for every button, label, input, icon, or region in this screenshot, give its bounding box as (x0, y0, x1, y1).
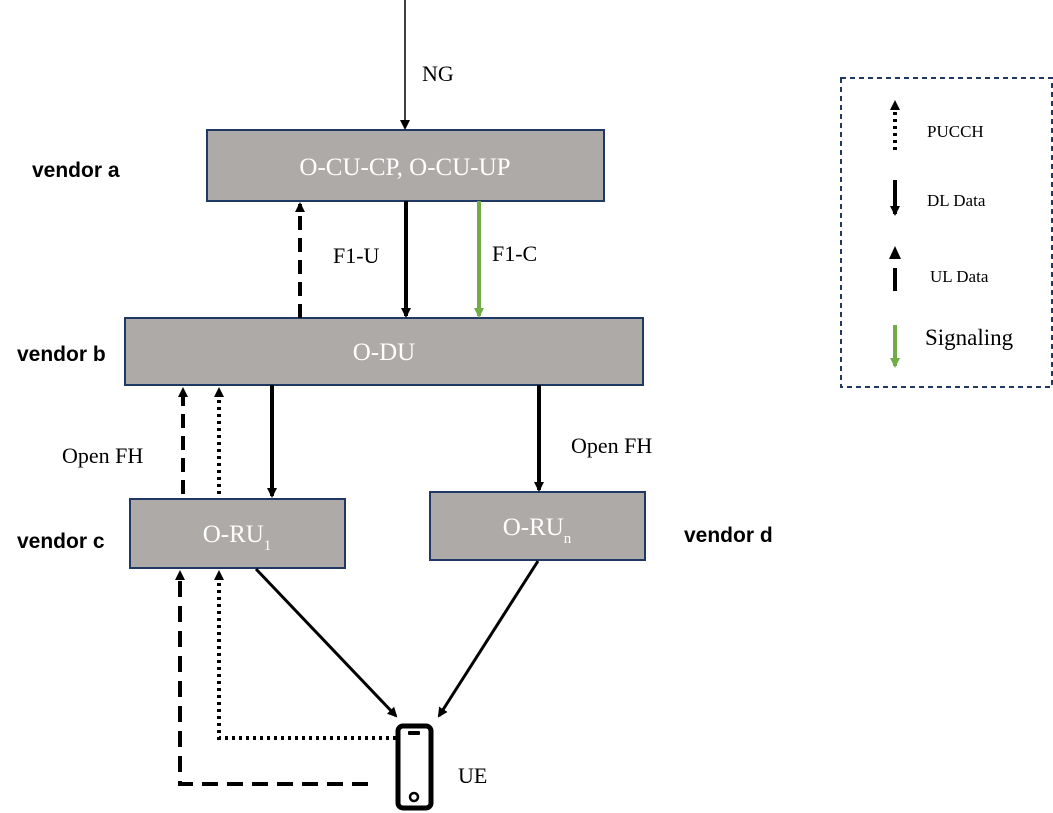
f1u-label: F1-U (333, 243, 380, 268)
o-run-label: O-RUn (503, 514, 572, 547)
dl-run-ue-arrow (437, 560, 540, 718)
vendor-d-label: vendor d (684, 524, 773, 547)
o-ru1-label-base: O-RU (203, 521, 264, 548)
o-cu-block: O-CU-CP, O-CU-UP (206, 129, 605, 202)
o-du-label: O-DU (353, 339, 416, 366)
vendor-b-label: vendor b (17, 343, 106, 366)
open-fh-left-label: Open FH (62, 443, 143, 468)
ue-label: UE (458, 763, 487, 788)
legend-signaling-label: Signaling (925, 325, 1014, 350)
open-fh-right-label: Open FH (571, 433, 652, 458)
legend-box (840, 77, 1053, 388)
legend: PUCCH DL Data UL Data Signaling (840, 77, 1053, 388)
o-run-block: O-RUn (429, 491, 646, 561)
o-ru1-block: O-RU1 (129, 498, 346, 569)
legend-ul-data-label: UL Data (930, 267, 989, 286)
vendor-a-label: vendor a (32, 159, 120, 182)
ul-data-ue-ru1-arrow (175, 570, 368, 786)
legend-dl-data-label: DL Data (927, 191, 986, 210)
o-ru1-label: O-RU1 (203, 521, 272, 554)
o-ru1-label-sub: 1 (264, 538, 272, 554)
ng-label: NG (422, 61, 454, 86)
o-cu-label: O-CU-CP, O-CU-UP (299, 154, 510, 181)
vendor-c-label: vendor c (17, 530, 105, 553)
o-run-label-base: O-RU (503, 514, 564, 541)
f1c-label: F1-C (492, 241, 537, 266)
ue-phone-icon (395, 723, 434, 811)
dl-ru1-ue-arrow (254, 567, 398, 718)
o-du-block: O-DU (124, 317, 644, 386)
pucch-ue-ru1-arrow (214, 570, 396, 740)
legend-pucch-label: PUCCH (927, 122, 984, 141)
o-run-label-sub: n (564, 531, 572, 547)
legend-ul-data-icon-head (889, 246, 901, 259)
